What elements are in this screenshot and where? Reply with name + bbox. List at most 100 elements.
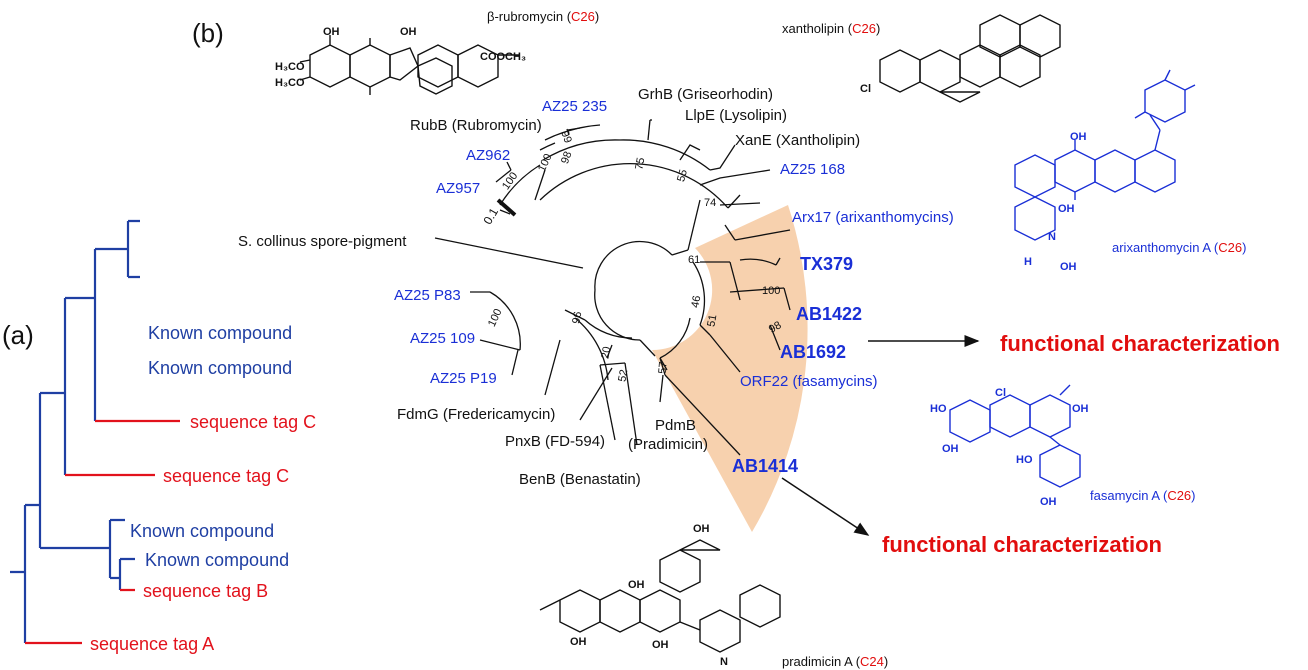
arixanthomycin-paren: ) [1242, 240, 1246, 255]
leaf-fdmg: FdmG (Fredericamycin) [397, 406, 555, 423]
xantholipin-structure [879, 14, 1061, 103]
fasamycin-structure [949, 384, 1081, 488]
arixanthomycin-oh-3: OH [1060, 261, 1077, 273]
highlight-wedge [652, 205, 808, 532]
scale-label: 0.1 [481, 205, 502, 227]
leaf-orf22: ORF22 (fasamycins) [740, 373, 878, 390]
arixanthomycin-name: arixanthomycin A (C26) [1112, 240, 1246, 255]
rubromycin-h3co-2: H₃CO [275, 77, 305, 89]
pradimicin-nh: N [720, 656, 728, 668]
leaf-ab1692: AB1692 [780, 342, 846, 362]
rubromycin-name: β-rubromycin (C26) [487, 9, 599, 24]
bootstrap-75: 75 [633, 157, 647, 171]
arixanthomycin-oh-2: OH [1058, 203, 1075, 215]
functional-characterization-2: functional characterization [882, 532, 1162, 557]
pradimicin-carbon: C24 [860, 654, 884, 669]
rubromycin-oh-2: OH [400, 26, 417, 38]
leaf-az957: AZ957 [436, 180, 480, 197]
panel-a-known-3: Known compound [130, 521, 274, 541]
bootstrap-99: 99 [558, 129, 573, 145]
arixanthomycin-structure [1014, 69, 1196, 241]
rubromycin-carbon: C26 [571, 9, 595, 24]
bootstrap-20: 20 [599, 346, 613, 360]
rubromycin-cooch3: COOCH₃ [480, 51, 526, 63]
circular-tree [434, 119, 791, 456]
fasamycin-ho: HO [930, 403, 947, 415]
arixanthomycin-name-text: arixanthomycin A ( [1112, 240, 1219, 255]
pradimicin-paren: ) [884, 654, 888, 669]
fasamycin-ho-2: HO [1016, 454, 1033, 466]
rubromycin-structure [299, 35, 520, 95]
leaf-ab1414: AB1414 [732, 456, 798, 476]
leaf-ab1422: AB1422 [796, 304, 862, 324]
leaf-az25-109: AZ25 109 [410, 330, 475, 347]
bootstrap-46: 46 [689, 295, 703, 309]
leaf-az25-p83: AZ25 P83 [394, 287, 461, 304]
fasamycin-cl: Cl [995, 387, 1006, 399]
fasamycin-oh-2: OH [942, 443, 959, 455]
leaf-arx17: Arx17 (arixanthomycins) [792, 209, 954, 226]
leaf-pdmb-sub: (Pradimicin) [628, 436, 708, 453]
panel-a-tag-c1: sequence tag C [190, 412, 316, 432]
rubromycin-oh-1: OH [323, 26, 340, 38]
leaf-az25-235: AZ25 235 [542, 98, 607, 115]
arixanthomycin-h: H [1024, 256, 1032, 268]
panel-b-label: (b) [192, 18, 224, 48]
panel-a-known-4: Known compound [145, 550, 289, 570]
leaf-rubb: RubB (Rubromycin) [410, 117, 542, 134]
scale-bar [496, 198, 517, 217]
arrow-ab1414 [781, 477, 870, 536]
fasamycin-oh-1: OH [1072, 403, 1089, 415]
pradimicin-structure [539, 539, 781, 653]
leaf-collinus: S. collinus spore-pigment [238, 233, 407, 250]
fasamycin-name: fasamycin A (C26) [1090, 488, 1196, 503]
xantholipin-name: xantholipin (C26) [782, 21, 880, 36]
pradimicin-name: pradimicin A (C24) [782, 654, 888, 669]
pradimicin-oh-2: OH [570, 636, 587, 648]
panel-a-label: (a) [2, 320, 34, 350]
pradimicin-oh-3: OH [652, 639, 669, 651]
bootstrap-57: 57 [657, 361, 670, 374]
arixanthomycin-n: N [1048, 231, 1056, 243]
leaf-pdmb: PdmB [655, 417, 696, 434]
arixanthomycin-carbon: C26 [1218, 240, 1242, 255]
bootstrap-61: 61 [688, 254, 700, 266]
panel-a-known-1: Known compound [148, 323, 292, 343]
known-branches [10, 219, 140, 643]
leaf-az25-p19: AZ25 P19 [430, 370, 497, 387]
pradimicin-oh-1: OH [628, 579, 645, 591]
rubromycin-h3co-1: H₃CO [275, 61, 305, 73]
leaf-llpe: LlpE (Lysolipin) [685, 107, 787, 124]
rubromycin-paren: ) [595, 9, 599, 24]
tag-branches [25, 419, 180, 645]
xantholipin-carbon: C26 [852, 21, 876, 36]
leaf-az25-168: AZ25 168 [780, 161, 845, 178]
bootstrap-98b: 98 [767, 319, 784, 336]
panel-a-tag-a: sequence tag A [90, 634, 214, 654]
schematic-tree [10, 219, 180, 645]
leaf-pnxb: PnxB (FD-594) [505, 433, 605, 450]
tree-leaf-labels: AZ25 235 RubB (Rubromycin) AZ962 AZ957 G… [238, 86, 954, 488]
leaf-xane: XanE (Xantholipin) [735, 132, 860, 149]
bootstrap-51: 51 [705, 314, 719, 328]
bootstrap-100-az: 100 [500, 170, 520, 192]
bootstrap-100b: 100 [762, 285, 780, 297]
leaf-benb: BenB (Benastatin) [519, 471, 641, 488]
pradimicin-oh-4: OH [693, 523, 710, 535]
leaf-az962: AZ962 [466, 147, 510, 164]
panel-a-known-2: Known compound [148, 358, 292, 378]
bootstrap-96: 96 [570, 311, 584, 325]
bootstrap-55: 55 [675, 168, 690, 183]
pradimicin-name-text: pradimicin A ( [782, 654, 861, 669]
panel-a-tag-c2: sequence tag C [163, 466, 289, 486]
arixanthomycin-oh: OH [1070, 131, 1087, 143]
fasamycin-name-text: fasamycin A ( [1090, 488, 1168, 503]
rubromycin-name-text: β-rubromycin ( [487, 9, 572, 24]
bootstrap-74: 74 [704, 197, 716, 209]
bootstrap-100c: 100 [486, 307, 505, 329]
xantholipin-name-text: xantholipin ( [782, 21, 853, 36]
leaf-tx379: TX379 [800, 254, 853, 274]
fasamycin-carbon: C26 [1167, 488, 1191, 503]
bootstrap-52: 52 [616, 369, 630, 383]
